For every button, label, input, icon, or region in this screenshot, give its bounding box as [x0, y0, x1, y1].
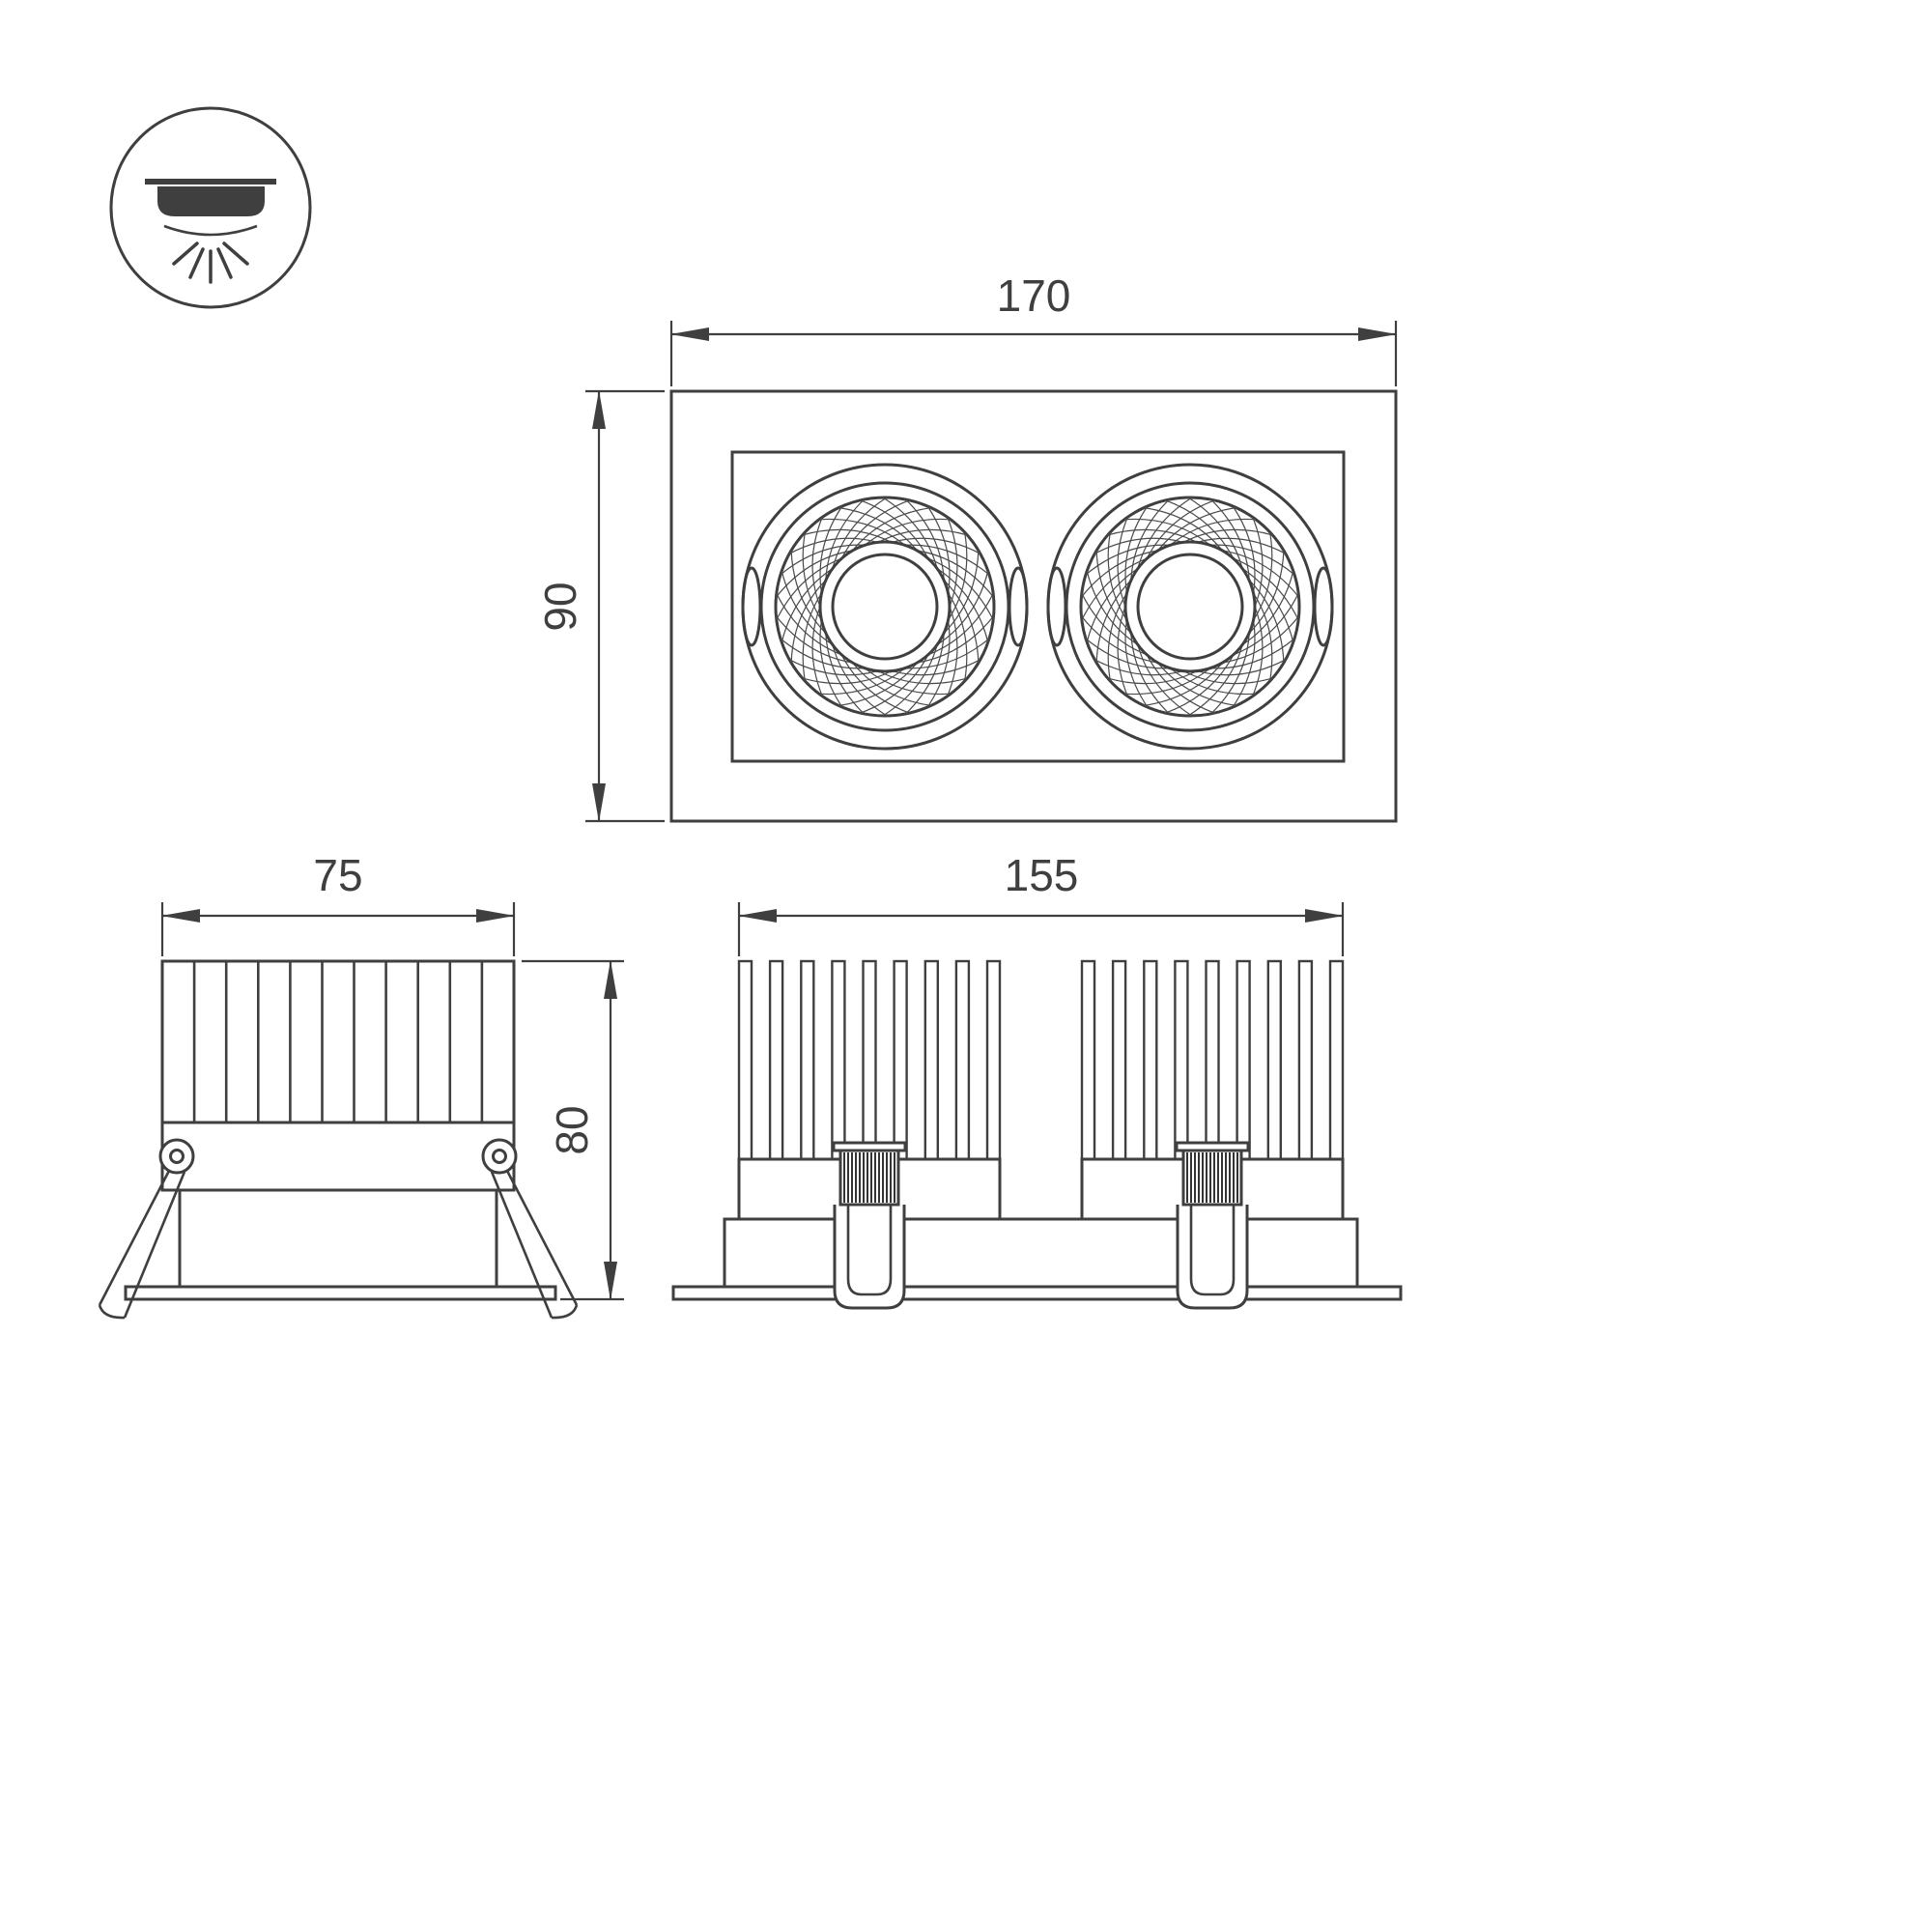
gimbal-pivot [741, 566, 762, 647]
heatsink-fins-left [737, 959, 1002, 1161]
side-view [98, 959, 579, 1320]
front-inner-frame [730, 450, 1346, 763]
dim-label-90: 90 [535, 582, 585, 631]
clip-pivot-pin [492, 1149, 507, 1164]
icon-lamp-body [157, 186, 265, 216]
clip-pivot [158, 1138, 195, 1175]
dimension-side-width: 75 [160, 850, 516, 956]
clip-pivot-pin [169, 1149, 185, 1164]
front-view [669, 389, 1398, 823]
lamp-right [1046, 463, 1334, 751]
led-chip [831, 553, 939, 661]
heatsink-fins-right [1080, 959, 1345, 1161]
spring-clip-left [98, 1138, 195, 1320]
trim-plate-profile [671, 1285, 1403, 1301]
led-aperture [1123, 540, 1257, 673]
icon-circle [109, 106, 312, 309]
mesh-boundary [774, 496, 996, 718]
reflector-rim [1065, 481, 1316, 732]
dim-label-80: 80 [547, 1105, 597, 1154]
reflector-mesh [1080, 497, 1300, 717]
gimbal-pivot [1046, 566, 1067, 647]
housing-base [723, 1217, 1359, 1289]
clip-pivot [481, 1138, 518, 1175]
mounting-clip-right [1175, 1141, 1250, 1310]
led-chip [1136, 553, 1244, 661]
profile-view [671, 959, 1403, 1310]
trim-plate [124, 1285, 557, 1301]
reflector-mesh [775, 497, 995, 717]
dim-label-170: 170 [997, 270, 1071, 321]
icon-light-rays [172, 242, 249, 284]
led-aperture [818, 540, 952, 673]
icon-diffuser-arc [163, 224, 258, 237]
heatsink-fins [192, 961, 484, 1122]
dimension-front-width: 170 [669, 270, 1398, 386]
lamp-left [741, 463, 1029, 751]
reflector-rim [759, 481, 1010, 732]
recessed-downlight-icon [109, 106, 312, 309]
front-outer-frame [669, 389, 1398, 823]
mounting-clip-left [832, 1141, 907, 1310]
dimension-front-height: 90 [535, 389, 665, 823]
gimbal-pivot [1008, 566, 1029, 647]
spring-clip-right [481, 1138, 579, 1320]
gimbal-pivot [1313, 566, 1334, 647]
mesh-boundary [1079, 496, 1301, 718]
dimension-side-height: 80 [522, 959, 624, 1301]
dim-label-75: 75 [313, 850, 362, 900]
dimension-profile-width: 155 [737, 850, 1345, 956]
housing [178, 1188, 498, 1289]
heatsink-body [160, 959, 516, 1192]
dim-label-155: 155 [1005, 850, 1079, 900]
